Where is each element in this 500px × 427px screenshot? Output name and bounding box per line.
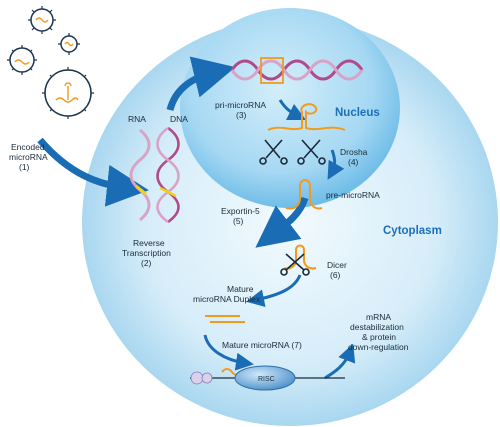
drosha-scissors-icon [259,139,326,165]
dna-label: DNA [170,114,188,124]
mrna-cap-icon [190,371,213,385]
dicer-label: Dicer [327,260,347,270]
dicer-arrow [246,274,302,308]
dicer-hairpin [283,244,317,270]
encoded-label-2: microRNA [9,152,48,162]
pri-microrna-hairpin [267,103,346,131]
mrna-label-3: & protein [362,332,396,342]
dna-helix [156,126,180,224]
mrna-label-1: mRNA [366,312,391,322]
drosha-arrow [327,149,345,180]
mature-duplex-label-1: Mature [227,284,254,294]
rt-label-num: (2) [141,258,152,268]
encoded-label-1: Encoded [11,142,45,152]
rt-label-2: Transcription [122,248,171,258]
labels: Encoded microRNA (1) RNA DNA Reverse Tra… [9,100,442,383]
pre-microrna-hairpin [285,179,323,210]
nucleus-label: Nucleus [335,107,380,119]
risc-to-mrna-arrow [324,343,356,380]
pre-microrna-label: pre-microRNA [326,190,380,200]
rt-label-1: Reverse [133,238,165,248]
dicer-scissors-icon [280,253,310,276]
mrna-label-2: destabilization [350,322,404,332]
rna-highlight [135,184,147,196]
nuclear-dna-helix [230,59,364,81]
rna-label: RNA [128,114,146,124]
dna-to-nucleus-arrow [166,56,236,112]
duplex-to-risc-arrow [203,334,254,371]
mature-microrna-label: Mature microRNA (7) [222,340,302,350]
export-arrow [255,196,309,248]
risc-label: RISC [258,376,275,383]
pri-microrna-num: (3) [236,110,247,120]
virus-to-cell-arrow [37,137,149,207]
dicer-num: (6) [330,270,341,280]
microrna-duplex [205,315,245,323]
drosha-num: (4) [348,157,359,167]
exportin-num: (5) [233,216,244,226]
drosha-label: Drosha [340,147,368,157]
mrna-label-4: down-regulation [348,342,409,352]
exportin-label: Exportin-5 [221,206,260,216]
pri-microrna-label: pri-microRNA [215,100,266,110]
virus-spikes [7,6,94,119]
transcription-arrow [278,99,307,121]
virus-rna-icon [14,17,79,103]
gene-highlight-box [260,57,284,84]
mature-duplex-label-2: microRNA Duplex [193,294,261,304]
encoded-label-num: (1) [19,162,30,172]
risc-complex [234,365,296,391]
cytoplasm-label: Cytoplasm [383,225,442,237]
rna-strand [129,128,151,222]
